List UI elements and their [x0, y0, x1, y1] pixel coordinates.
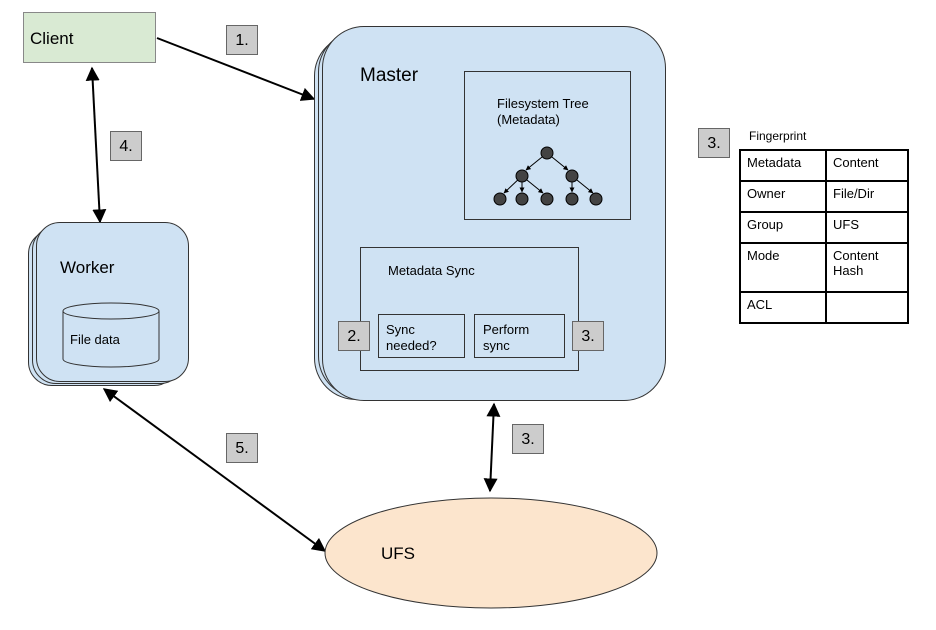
step-4-badge: 4. — [110, 131, 142, 161]
step-5-badge: 5. — [226, 433, 258, 463]
tree-leaf-4 — [565, 192, 579, 206]
fingerprint-title: Fingerprint — [749, 129, 807, 143]
fingerprint-cell: UFS — [825, 211, 909, 244]
metadata-sync-box: Metadata Sync Sync needed? Perform sync — [360, 247, 579, 371]
worker-ufs-arrow — [102, 388, 327, 552]
fingerprint-cell: Content Hash — [825, 242, 909, 293]
fingerprint-cell: File/Dir — [825, 180, 909, 213]
step-3-master-badge: 3. — [572, 321, 604, 351]
ufs-label: UFS — [381, 544, 415, 563]
fingerprint-table: Metadata Content Owner File/Dir Group UF… — [739, 149, 909, 324]
tree-leaf-1 — [493, 192, 507, 206]
step-3-ufs-badge: 3. — [512, 424, 544, 454]
fingerprint-cell: Owner — [739, 180, 827, 213]
fingerprint-cell: Mode — [739, 242, 827, 293]
step-2-badge: 2. — [338, 321, 370, 351]
filesystem-tree-box: Filesystem Tree (Metadata) — [464, 71, 631, 220]
file-data-label: File data — [70, 332, 120, 347]
table-row: Group UFS — [739, 211, 909, 244]
client-label: Client — [30, 29, 74, 48]
tree-leaf-3 — [540, 192, 554, 206]
tree-leaf-2 — [515, 192, 529, 206]
fingerprint-cell: Metadata — [739, 149, 827, 182]
tree-leaf-5 — [589, 192, 603, 206]
tree-node-root — [540, 146, 554, 160]
file-data-cylinder-icon — [62, 302, 160, 368]
step-1-badge: 1. — [226, 25, 258, 55]
master-label: Master — [360, 65, 419, 86]
client-box: Client — [23, 12, 156, 63]
table-row: Mode Content Hash — [739, 242, 909, 293]
step-3-fingerprint-badge: 3. — [698, 128, 730, 158]
fingerprint-cell — [825, 291, 909, 324]
sync-needed-line1: Sync — [386, 322, 415, 337]
master-ufs-arrow — [483, 402, 501, 493]
sync-needed-box: Sync needed? — [378, 314, 465, 358]
tree-node-right — [565, 169, 579, 183]
client-worker-arrow — [85, 66, 107, 224]
fingerprint-cell: Group — [739, 211, 827, 244]
filesystem-tree-subtitle: (Metadata) — [497, 112, 560, 127]
ufs-ellipse — [324, 497, 658, 609]
filesystem-tree-title: Filesystem Tree — [497, 96, 589, 111]
metadata-sync-label: Metadata Sync — [388, 263, 475, 278]
tree-node-left — [515, 169, 529, 183]
tree-graphic — [493, 146, 603, 206]
worker-label: Worker — [60, 258, 115, 277]
sync-needed-line2: needed? — [386, 338, 437, 353]
perform-sync-box: Perform sync — [474, 314, 565, 358]
fingerprint-cell: ACL — [739, 291, 827, 324]
perform-sync-line2: sync — [483, 338, 510, 353]
fingerprint-cell: Content — [825, 149, 909, 182]
table-row: ACL — [739, 291, 909, 324]
table-row: Metadata Content — [739, 149, 909, 182]
perform-sync-line1: Perform — [483, 322, 530, 337]
table-row: Owner File/Dir — [739, 180, 909, 213]
client-to-master-arrow — [156, 37, 316, 101]
